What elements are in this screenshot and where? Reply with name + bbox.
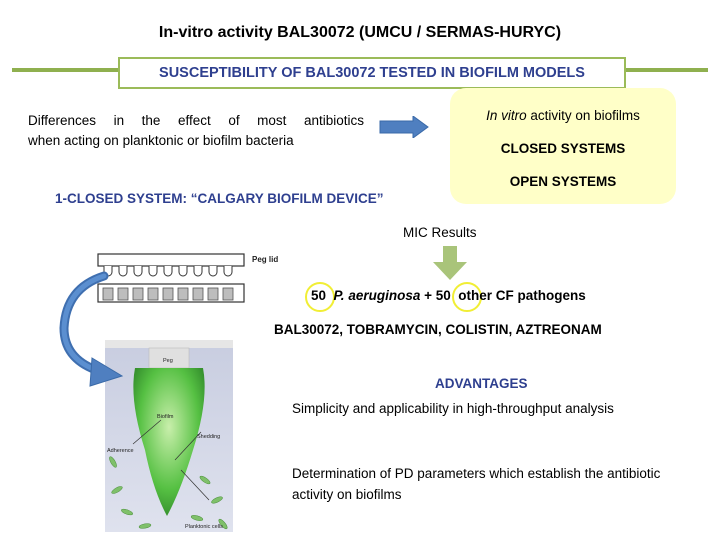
callout-line-1: In vitro activity on biofilms xyxy=(450,108,676,123)
subtitle-box: SUSCEPTIBILITY OF BAL30072 TESTED IN BIO… xyxy=(118,57,626,89)
biofilm-illustration: Peg Biofilm Adherence Shedding Planktoni… xyxy=(105,340,233,532)
shedding-label: Shedding xyxy=(197,434,220,440)
subtitle-text: SUSCEPTIBILITY OF BAL30072 TESTED IN BIO… xyxy=(159,65,585,81)
curved-arrow-icon xyxy=(59,271,124,387)
callout-rest: activity on biofilms xyxy=(526,108,640,123)
pathogen-counts: 50 P. aeruginosa + 50 other CF pathogens xyxy=(311,288,586,303)
intro-line-2: when acting on planktonic or biofilm bac… xyxy=(28,133,294,148)
other-pathogens: other CF pathogens xyxy=(458,288,586,303)
peg-lid-diagram xyxy=(97,253,245,303)
tested-drugs: BAL30072, TOBRAMYCIN, COLISTIN, AZTREONA… xyxy=(274,322,602,337)
intro-paragraph: Differences in the effect of most antibi… xyxy=(28,111,364,151)
slide-title: In-vitro activity BAL30072 (UMCU / SERMA… xyxy=(158,24,562,41)
intro-line-1: Differences in the effect of most antibi… xyxy=(28,113,364,128)
section-heading: 1-CLOSED SYSTEM: “CALGARY BIOFILM DEVICE… xyxy=(55,191,384,206)
callout-open-systems: OPEN SYSTEMS xyxy=(509,174,617,189)
highlight-circle-2 xyxy=(452,282,482,312)
count-other: 50 xyxy=(435,288,451,303)
plus-sign: + xyxy=(420,288,436,303)
highlight-circle-1 xyxy=(305,282,335,312)
count-aeruginosa: 50 xyxy=(311,288,327,303)
callout-italic: In vitro xyxy=(486,108,527,123)
arrow-right-icon xyxy=(379,116,429,138)
arrow-down-icon xyxy=(433,246,467,280)
peg-label: Peg xyxy=(163,358,173,364)
peg-lid-label: Peg lid xyxy=(252,255,279,264)
callout-closed-systems: CLOSED SYSTEMS xyxy=(500,141,626,156)
advantage-item-1: Simplicity and applicability in high-thr… xyxy=(292,401,614,416)
biofilm-systems-callout: In vitro activity on biofilms CLOSED SYS… xyxy=(450,88,676,204)
mic-results-label: MIC Results xyxy=(403,225,477,240)
species-name: P. aeruginosa xyxy=(333,288,421,303)
planktonic-label: Planktonic cells xyxy=(185,524,223,530)
adherence-label: Adherence xyxy=(107,448,134,454)
advantage-item-2: Determination of PD parameters which est… xyxy=(292,466,661,502)
advantages-heading: ADVANTAGES xyxy=(435,376,528,391)
biofilm-label: Biofilm xyxy=(157,414,174,420)
